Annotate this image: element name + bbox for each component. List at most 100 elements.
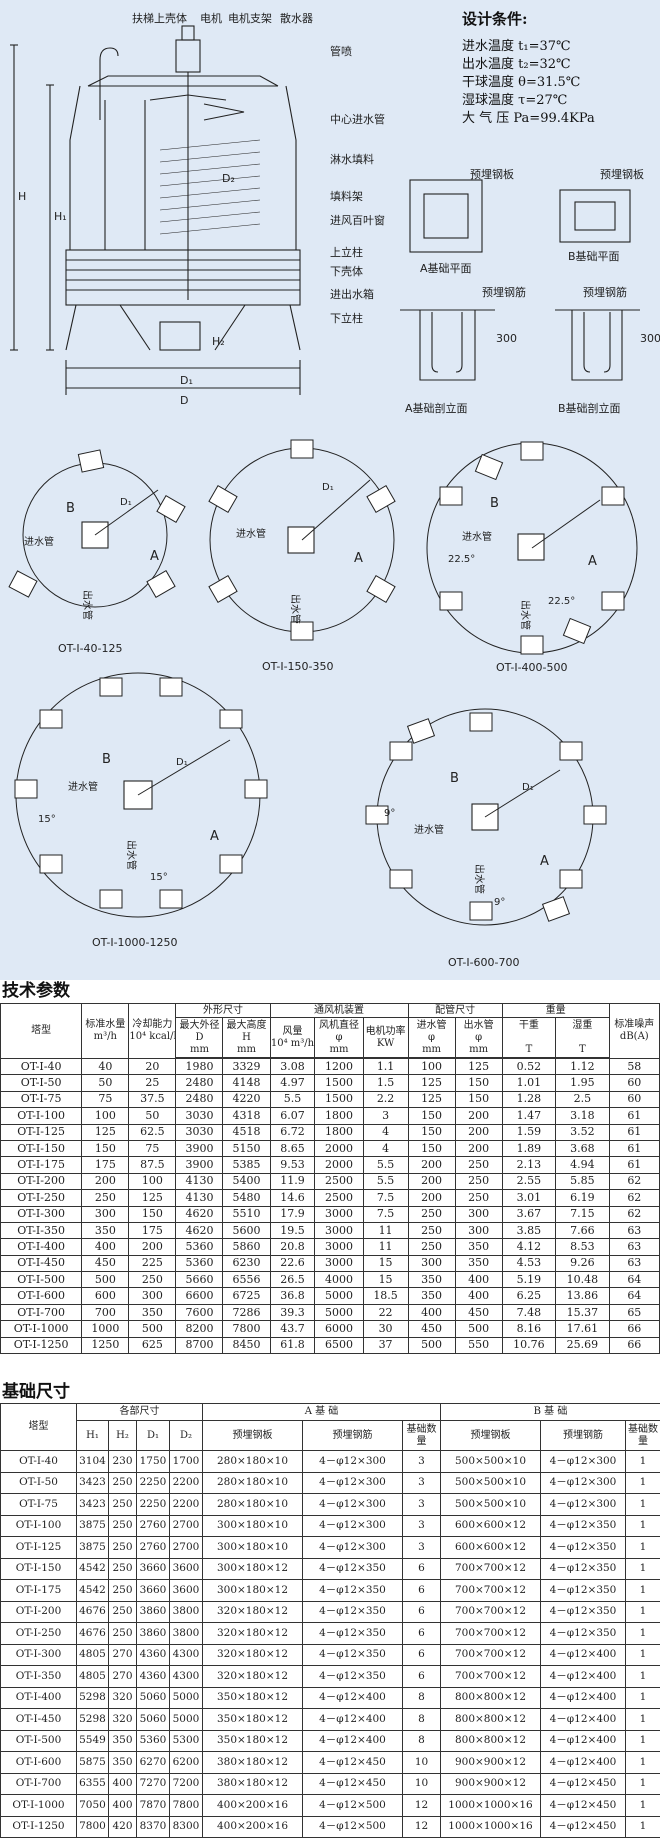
table-cell: 4－φ12×400 bbox=[541, 1687, 626, 1709]
table-cell: 400 bbox=[455, 1272, 502, 1288]
table-cell: 62 bbox=[609, 1190, 659, 1206]
table-cell: 2700 bbox=[170, 1537, 203, 1559]
table-cell: OT-Ⅰ-1000 bbox=[1, 1795, 77, 1817]
table-cell: 280×180×10 bbox=[203, 1451, 303, 1473]
table-cell: 4－φ12×350 bbox=[541, 1623, 626, 1645]
table-cell: 63 bbox=[609, 1222, 659, 1238]
table-cell: 4－φ12×350 bbox=[303, 1601, 403, 1623]
table-cell: 1800 bbox=[315, 1108, 363, 1124]
table-cell: 8 bbox=[403, 1730, 441, 1752]
label-plate: 预埋钢板 bbox=[470, 167, 514, 181]
fth-h2: H₂ bbox=[109, 1421, 137, 1451]
table-cell: 4676 bbox=[77, 1623, 109, 1645]
label-outlet: 出水管 bbox=[289, 594, 302, 624]
table-cell: 2760 bbox=[137, 1515, 170, 1537]
table-cell: 625 bbox=[129, 1337, 176, 1353]
table-cell: 6500 bbox=[315, 1337, 363, 1353]
table-cell: 4.97 bbox=[270, 1075, 315, 1091]
th-od-unit: mm bbox=[190, 1044, 209, 1055]
table-cell: 1 bbox=[626, 1730, 660, 1752]
table-cell: 17.61 bbox=[556, 1321, 609, 1337]
table-cell: 250 bbox=[109, 1494, 137, 1516]
table-cell: 6200 bbox=[170, 1752, 203, 1774]
table-cell: 60 bbox=[609, 1091, 659, 1107]
table-cell: 8 bbox=[403, 1687, 441, 1709]
table-cell: 8200 bbox=[176, 1321, 223, 1337]
table-cell: 400 bbox=[82, 1239, 129, 1255]
table-cell: 450 bbox=[408, 1321, 455, 1337]
th-inlet-label: 进水管 bbox=[417, 1020, 447, 1031]
table-cell: 400 bbox=[455, 1288, 502, 1304]
table-cell: 5298 bbox=[77, 1687, 109, 1709]
table-cell: OT-Ⅰ-700 bbox=[1, 1773, 77, 1795]
table-cell: 250 bbox=[408, 1206, 455, 1222]
table-cell: 6.25 bbox=[502, 1288, 555, 1304]
label-inlet-box: 进出水箱 bbox=[330, 287, 374, 301]
table-cell: 270 bbox=[109, 1666, 137, 1688]
th-capacity-label: 冷却能力 bbox=[132, 1019, 172, 1030]
fth-a-plate: 预埋钢板 bbox=[203, 1421, 303, 1451]
table-cell: 800×800×12 bbox=[441, 1730, 541, 1752]
table-cell: 300 bbox=[408, 1255, 455, 1271]
table-cell: 61 bbox=[609, 1124, 659, 1140]
label-angle: 22.5° bbox=[448, 554, 475, 565]
table-cell: 5549 bbox=[77, 1730, 109, 1752]
label-inlet: 进水管 bbox=[68, 780, 98, 793]
table-cell: 5300 bbox=[170, 1730, 203, 1752]
th-inlet-unit: mm bbox=[422, 1044, 441, 1055]
table-cell: 12 bbox=[403, 1816, 441, 1838]
table-cell: 8.53 bbox=[556, 1239, 609, 1255]
table-cell: 4－φ12×400 bbox=[541, 1752, 626, 1774]
table-cell: OT-Ⅰ-1250 bbox=[1, 1816, 77, 1838]
table-cell: 1 bbox=[626, 1515, 660, 1537]
table-cell: 62 bbox=[609, 1173, 659, 1189]
table-cell: 4－φ12×300 bbox=[303, 1537, 403, 1559]
table-cell: 500×500×10 bbox=[441, 1451, 541, 1473]
table-cell: 4－φ12×350 bbox=[303, 1558, 403, 1580]
foundation-details bbox=[400, 180, 640, 380]
table-cell: 11 bbox=[363, 1239, 408, 1255]
table-cell: 350×180×12 bbox=[203, 1709, 303, 1731]
table-cell: OT-Ⅰ-150 bbox=[1, 1558, 77, 1580]
table-cell: OT-Ⅰ-400 bbox=[1, 1687, 77, 1709]
table-cell: 150 bbox=[455, 1091, 502, 1107]
table-cell: 5000 bbox=[170, 1687, 203, 1709]
table-cell: 900×900×12 bbox=[441, 1773, 541, 1795]
label-A: A bbox=[150, 549, 159, 564]
table-cell: 8700 bbox=[176, 1337, 223, 1353]
table-cell: 1 bbox=[626, 1666, 660, 1688]
table-cell: 4000 bbox=[315, 1272, 363, 1288]
label-A: A bbox=[354, 551, 363, 566]
table-cell: OT-Ⅰ-500 bbox=[1, 1272, 82, 1288]
label-angle: 22.5° bbox=[548, 596, 575, 607]
table-cell: 1 bbox=[626, 1558, 660, 1580]
table-cell: 4676 bbox=[77, 1601, 109, 1623]
th-pipe-group: 配管尺寸 bbox=[408, 1004, 502, 1018]
table-cell: 350×180×12 bbox=[203, 1730, 303, 1752]
table-cell: 2000 bbox=[315, 1157, 363, 1173]
table-cell: 4－φ12×400 bbox=[541, 1730, 626, 1752]
table-cell: 500 bbox=[129, 1321, 176, 1337]
condition-line: 进水温度 t₁=37℃ bbox=[462, 38, 571, 54]
table-cell: 150 bbox=[408, 1140, 455, 1156]
table-cell: 125 bbox=[82, 1124, 129, 1140]
table-cell: 400 bbox=[109, 1773, 137, 1795]
plan-4: B A D₁ 进水管 15° 15° 出水管 OT-Ⅰ-1000-1250 bbox=[15, 673, 267, 949]
table-cell: 1 bbox=[626, 1623, 660, 1645]
label-angle: 15° bbox=[150, 872, 168, 883]
table-cell: 6.07 bbox=[270, 1108, 315, 1124]
table-cell: 4620 bbox=[176, 1222, 223, 1238]
label-outlet: 出水管 bbox=[81, 590, 94, 620]
table-cell: 200 bbox=[455, 1124, 502, 1140]
table-cell: 15 bbox=[363, 1272, 408, 1288]
label-H: H bbox=[18, 190, 26, 203]
label-inlet: 进水管 bbox=[24, 535, 54, 548]
table-cell: 6556 bbox=[223, 1272, 270, 1288]
